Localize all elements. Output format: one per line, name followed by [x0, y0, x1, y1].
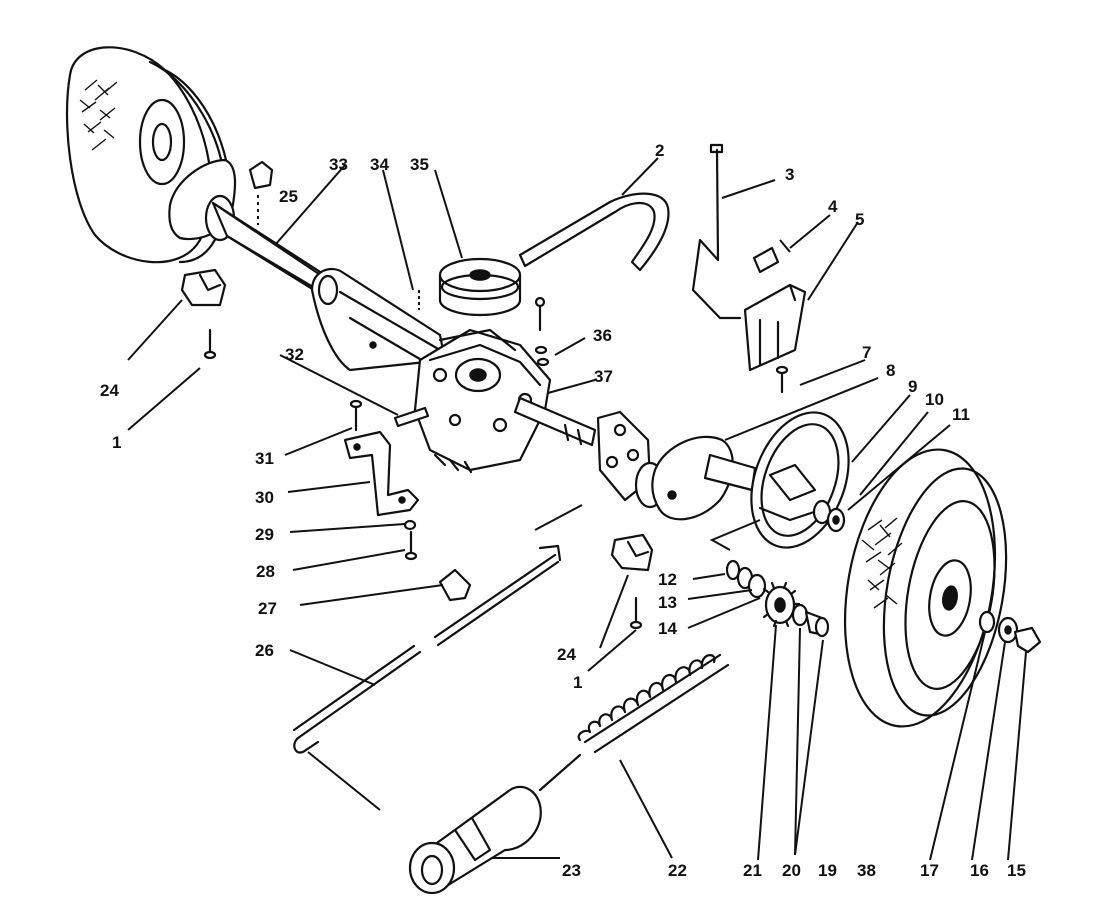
bracket-30: [343, 430, 420, 517]
nut-15: [1013, 626, 1042, 654]
washer-20: [791, 603, 809, 627]
link-rod: [433, 544, 562, 647]
spring-22: [538, 653, 730, 792]
callout-5: 5: [855, 210, 864, 229]
clip-25: [248, 160, 274, 190]
callout-24: 24: [100, 381, 119, 400]
callout-4: 4: [828, 197, 838, 216]
plate-8: [651, 435, 757, 521]
washer-17: [978, 610, 996, 634]
clip-4: [752, 246, 780, 274]
axle-shaft-37: [513, 396, 597, 447]
callout-36: 36: [593, 326, 612, 345]
ring-12: [725, 559, 741, 581]
callout-22: 22: [668, 861, 687, 880]
axle-shaft-left: [338, 290, 442, 352]
callout-16: 16: [970, 861, 989, 880]
grip-23: [408, 785, 542, 895]
callout-12: 12: [658, 570, 677, 589]
callout-33: 33: [329, 155, 348, 174]
callout-30: 30: [255, 488, 274, 507]
bracket-5: [743, 283, 807, 372]
axle-bracket: [310, 267, 447, 372]
clip-27: [438, 568, 472, 602]
callouts: 1 1 2 3 4 5 7 8 9 10 11 12 13 14 15 16 1…: [100, 141, 1026, 880]
block-24-right: [610, 533, 654, 572]
block-24-left: [180, 268, 227, 307]
callout-35: 35: [410, 155, 429, 174]
callout-23: 23: [562, 861, 581, 880]
bolt-1-right: [629, 596, 643, 630]
callout-27: 27: [258, 599, 277, 618]
callout-13: 13: [658, 593, 677, 612]
shift-rod-3: [691, 143, 742, 320]
callout-10: 10: [925, 390, 944, 409]
callout-20: 20: [782, 861, 801, 880]
callout-37: 37: [594, 367, 613, 386]
belt-2: [518, 192, 670, 272]
ring-13: [747, 573, 767, 599]
washer-29: [403, 519, 417, 531]
small-parts: [725, 559, 830, 638]
transmission: [413, 328, 552, 474]
drive-disc-9: [750, 411, 850, 549]
callout-19: 19: [818, 861, 837, 880]
callout-2: 2: [655, 141, 664, 160]
control-rod-26: [292, 644, 422, 754]
callout-38: 38: [857, 861, 876, 880]
callout-15: 15: [1007, 861, 1026, 880]
callout-32: 32: [285, 345, 304, 364]
right-wheel-38: [843, 448, 1008, 728]
callout-25: 25: [279, 187, 298, 206]
callout-9: 9: [908, 377, 917, 396]
callout-3: 3: [785, 165, 794, 184]
callout-34: 34: [370, 155, 389, 174]
callout-17: 17: [920, 861, 939, 880]
pulley-35: [438, 257, 522, 317]
callout-26: 26: [255, 641, 274, 660]
callout-1: 1: [573, 673, 582, 692]
callout-11: 11: [952, 405, 970, 424]
pin-32: [393, 406, 430, 428]
callout-31: 31: [255, 449, 274, 468]
callout-29: 29: [255, 525, 274, 544]
callout-7: 7: [862, 343, 871, 362]
callout-28: 28: [256, 562, 275, 581]
callout-1: 1: [112, 433, 121, 452]
callout-21: 21: [743, 861, 762, 880]
screws-36: [534, 296, 550, 367]
bolt-1-left: [203, 328, 217, 360]
leader-lines: [127, 157, 1027, 861]
callout-24: 24: [557, 645, 576, 664]
callout-14: 14: [658, 619, 677, 638]
callout-8: 8: [886, 361, 895, 380]
